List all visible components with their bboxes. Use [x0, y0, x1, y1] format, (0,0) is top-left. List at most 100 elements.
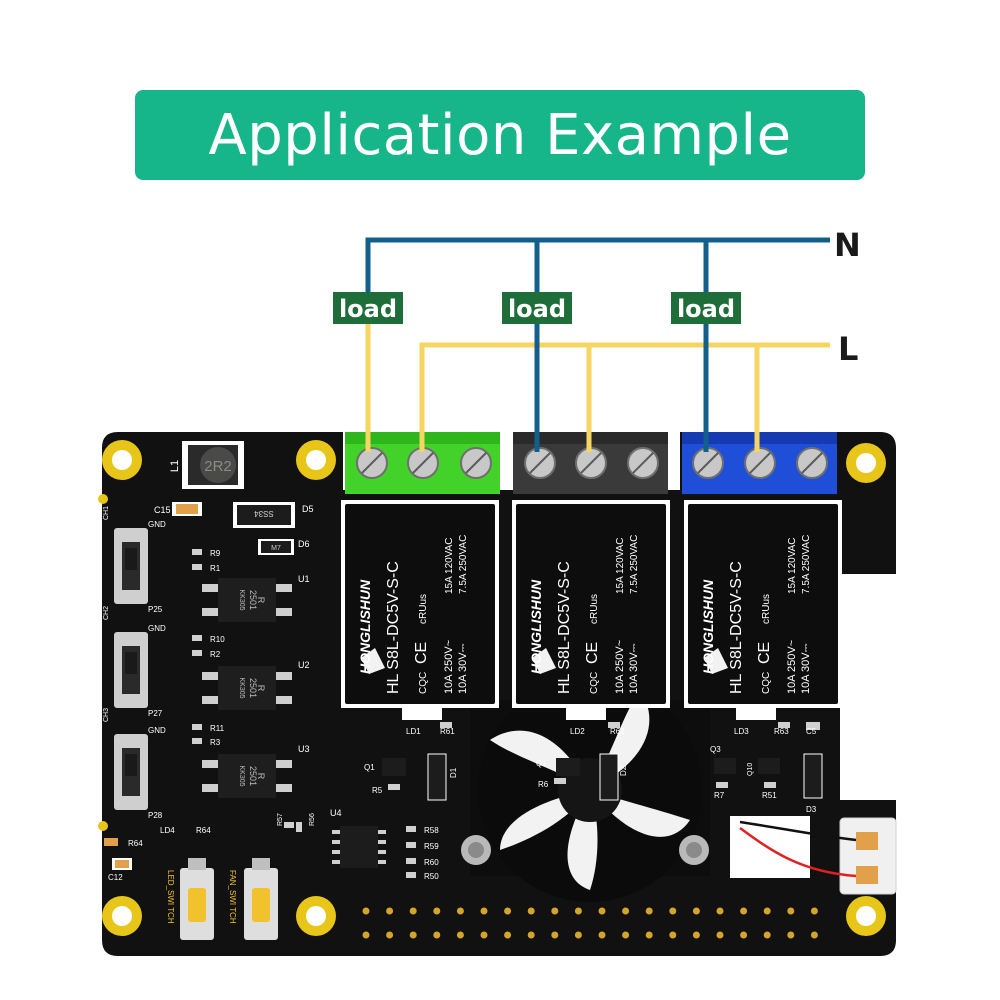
- mounting-holes: [98, 440, 886, 936]
- switch-ch2: CH2 GND P27: [103, 606, 166, 718]
- bottom-left-components: LD4 R64 R64 C12: [104, 826, 211, 882]
- svg-text:2501: 2501: [248, 678, 258, 698]
- neutral-label: N: [834, 226, 861, 264]
- svg-text:R6: R6: [538, 780, 549, 789]
- relay-rating-1: 15A 120VAC: [787, 537, 798, 594]
- svg-text:C5: C5: [806, 727, 817, 736]
- gpio-pin: [456, 907, 464, 915]
- relay-brand: HONGLISHUN: [357, 579, 373, 674]
- svg-text:U4: U4: [330, 808, 342, 818]
- svg-text:LD1: LD1: [406, 727, 421, 736]
- gpio-pin: [763, 907, 771, 915]
- gpio-pin: [456, 931, 464, 939]
- fan-connector: [730, 816, 897, 895]
- svg-text:U1: U1: [298, 574, 310, 584]
- relay-cert-1: CE: [584, 642, 601, 664]
- gpio-pin: [386, 931, 394, 939]
- svg-text:D5: D5: [302, 504, 314, 514]
- svg-text:R62: R62: [610, 727, 625, 736]
- svg-text:R58: R58: [424, 826, 439, 835]
- svg-text:P27: P27: [148, 709, 163, 718]
- inductor-l1: 2R2 L1: [169, 441, 244, 489]
- relay-rating-2: 7.5A 250VAC: [801, 535, 812, 594]
- svg-text:KK305: KK305: [238, 589, 245, 610]
- svg-text:LED_SWI TCH: LED_SWI TCH: [166, 870, 175, 924]
- svg-text:U3: U3: [298, 744, 310, 754]
- svg-text:load: load: [677, 295, 735, 323]
- relay-model: HL S8L-DC5V-S-C: [728, 561, 745, 694]
- svg-text:R9: R9: [210, 549, 221, 558]
- svg-text:R51: R51: [762, 791, 777, 800]
- fan-switch: FAN_SWI TCH: [228, 858, 278, 940]
- svg-text:CH3: CH3: [103, 708, 110, 722]
- led-switch: LED_SWI TCH: [166, 858, 214, 940]
- live-wire: [419, 342, 830, 452]
- gpio-pin: [810, 931, 818, 939]
- svg-text:M7: M7: [271, 545, 281, 552]
- svg-text:R61: R61: [440, 727, 455, 736]
- svg-text:KK305: KK305: [238, 765, 245, 786]
- relay-channel-1: LD1 R61 Q1 R5 D1: [364, 706, 458, 801]
- relay-rating-3: 10A 250V~: [786, 640, 798, 694]
- gpio-pin: [692, 907, 700, 915]
- svg-text:Q10: Q10: [747, 763, 754, 776]
- gpio-pin: [362, 931, 370, 939]
- svg-text:Q1: Q1: [364, 763, 375, 772]
- relay-channel-2: LD2 R62 Q1 R6 D2: [536, 706, 628, 801]
- svg-text:LD3: LD3: [734, 727, 749, 736]
- svg-text:U2: U2: [298, 660, 310, 670]
- gpio-header: [362, 907, 818, 939]
- relay-rating-2: 7.5A 250VAC: [458, 535, 469, 594]
- relay-brand: HONGLISHUN: [528, 579, 544, 674]
- gpio-pin: [362, 907, 370, 915]
- relay-rating-3: 10A 250V~: [614, 640, 626, 694]
- relay-model: HL S8L-DC5V-S-C: [556, 561, 573, 694]
- gpio-pin: [504, 907, 512, 915]
- gpio-pin: [692, 931, 700, 939]
- load-tag-2: load: [502, 292, 572, 324]
- gpio-pin: [622, 907, 630, 915]
- svg-text:2501: 2501: [248, 590, 258, 610]
- switch-ch1: CH1 GND P25: [103, 506, 166, 614]
- relay-channel-3: LD3 R63 C5 Q3 Q10 R7 R51 D3: [710, 706, 823, 814]
- capacitor-c15: C15: [154, 502, 202, 516]
- svg-text:GND: GND: [148, 726, 166, 735]
- svg-text:GND: GND: [148, 520, 166, 529]
- relay-rating-3: 10A 250V~: [443, 640, 455, 694]
- svg-text:R63: R63: [774, 727, 789, 736]
- load-wire-segments: [365, 320, 709, 452]
- svg-text:R59: R59: [424, 842, 439, 851]
- gpio-pin: [622, 931, 630, 939]
- svg-text:LD4: LD4: [160, 826, 175, 835]
- svg-text:R5: R5: [372, 786, 383, 795]
- gpio-pin: [787, 931, 795, 939]
- switch-ch3: CH3 GND P28: [103, 708, 166, 820]
- gpio-pin: [433, 907, 441, 915]
- svg-text:R50: R50: [424, 872, 439, 881]
- gpio-pin: [574, 907, 582, 915]
- ic-u4: U4 R57 R56 R58 R59 R60 R50: [277, 808, 439, 881]
- svg-text:Q1: Q1: [536, 759, 547, 768]
- gpio-pin: [716, 907, 724, 915]
- page-title: Application Example: [208, 102, 792, 168]
- svg-text:2501: 2501: [248, 766, 258, 786]
- relay-cert-3: cRUus: [418, 594, 429, 624]
- gpio-pin: [645, 907, 653, 915]
- svg-text:R11: R11: [210, 724, 225, 733]
- diode-d5: SS34 D5: [233, 502, 314, 528]
- gpio-pin: [527, 907, 535, 915]
- inductor-ref: L1: [169, 460, 181, 472]
- gpio-pin: [551, 931, 559, 939]
- diode-d6: M7 D6: [258, 539, 310, 555]
- gpio-pin: [409, 931, 417, 939]
- relay-cert-2: CQC: [589, 672, 600, 694]
- gpio-pin: [787, 907, 795, 915]
- svg-text:R60: R60: [424, 858, 439, 867]
- gpio-pin: [716, 931, 724, 939]
- gpio-pin: [669, 907, 677, 915]
- relay-cert-1: CE: [413, 642, 430, 664]
- relay-cert-3: cRUus: [761, 594, 772, 624]
- inductor-value: 2R2: [204, 458, 232, 475]
- svg-text:LD2: LD2: [570, 727, 585, 736]
